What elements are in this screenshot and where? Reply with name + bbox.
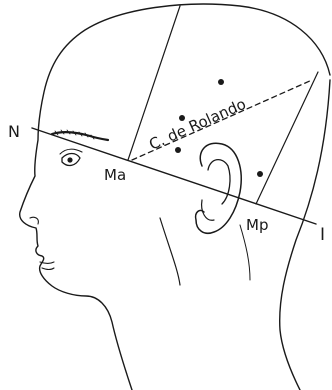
- lips: [40, 262, 54, 270]
- label-nasion: N: [8, 122, 20, 141]
- point-marker: [257, 171, 263, 177]
- head-profile-outline: [20, 4, 330, 390]
- nostril: [30, 217, 38, 224]
- medio-posterior-perpendicular: [256, 72, 318, 204]
- ear-inner: [208, 160, 230, 204]
- label-medio-anterior: Ma: [104, 166, 126, 184]
- point-marker: [175, 147, 181, 153]
- jaw-line: [160, 218, 180, 285]
- label-rolandic-fissure: C. de Rolando: [146, 95, 248, 154]
- ear-outer: [196, 143, 242, 233]
- ear-lobe: [202, 200, 214, 220]
- point-marker: [218, 79, 224, 85]
- eye-pupil: [67, 157, 72, 162]
- label-inion: I: [320, 225, 325, 245]
- label-medio-posterior: Mp: [246, 216, 268, 234]
